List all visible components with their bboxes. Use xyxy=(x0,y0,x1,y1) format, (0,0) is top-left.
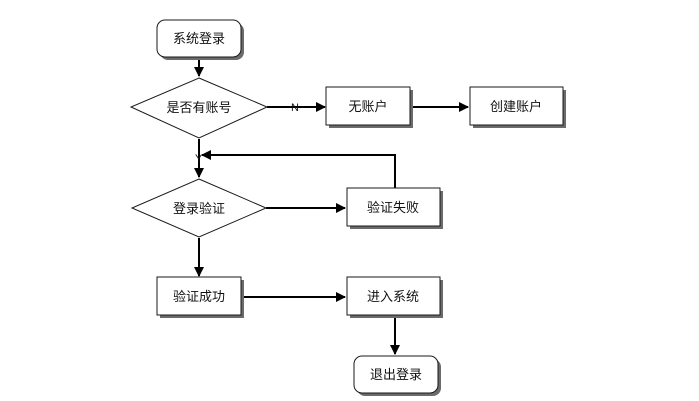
node-create-account-label: 创建账户 xyxy=(490,99,542,115)
node-verify-success: 验证成功 xyxy=(156,276,244,318)
node-no-account-label: 无账户 xyxy=(348,99,387,115)
node-no-account: 无账户 xyxy=(325,86,413,128)
node-verify-success-label: 验证成功 xyxy=(173,289,225,305)
node-has-account: 是否有账号 xyxy=(129,77,269,139)
edge-label-no: N xyxy=(291,102,299,114)
node-create-account: 创建账户 xyxy=(469,86,566,128)
node-verify-login: 登录验证 xyxy=(130,178,268,238)
node-enter-system-label: 进入系统 xyxy=(367,290,419,305)
node-enter-system: 进入系统 xyxy=(346,276,443,318)
node-logout: 退出登录 xyxy=(353,355,441,396)
edges xyxy=(194,58,469,355)
node-logout-label: 退出登录 xyxy=(370,368,422,383)
edge-failed-loop-back xyxy=(201,150,396,188)
node-has-account-label: 是否有账号 xyxy=(166,101,231,116)
edge-label-yes: Y xyxy=(195,153,203,165)
node-verify-login-label: 登录验证 xyxy=(173,201,225,217)
node-login: 系统登录 xyxy=(156,19,244,60)
node-verify-failed-label: 验证失败 xyxy=(367,200,419,216)
node-verify-failed: 验证失败 xyxy=(346,187,443,229)
node-login-label: 系统登录 xyxy=(173,32,225,47)
